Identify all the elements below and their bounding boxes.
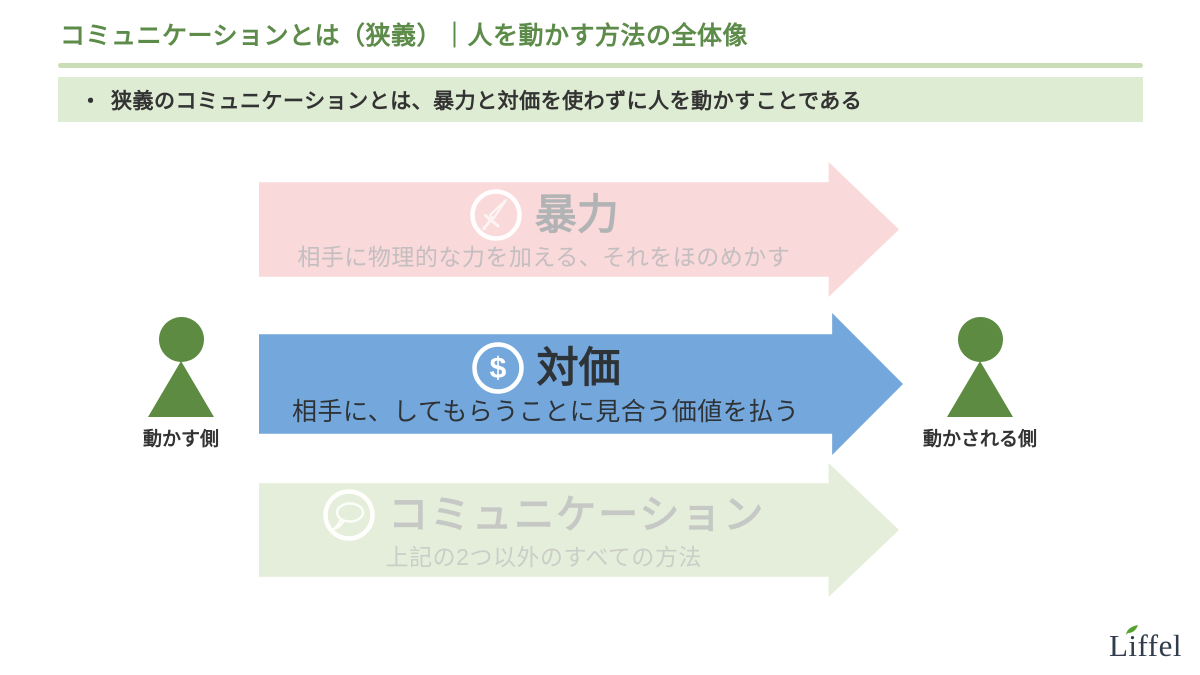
page-title: コミュニケーションとは（狭義）｜人を動かす方法の全体像 [60, 22, 749, 50]
arrow-communication-subtitle: 上記の2つ以外のすべての方法 [385, 544, 702, 571]
person-body-shape [947, 361, 1013, 417]
logo-letter-i: i [1126, 625, 1139, 661]
person-icon [957, 317, 1003, 362]
title-underline [58, 63, 1143, 68]
dollar-icon: $ [471, 342, 524, 394]
actor-moved: 動かされる側 [923, 317, 1037, 450]
summary-bullet: ・ [80, 89, 101, 113]
arrow-communication-title: コミュニケーション [388, 493, 766, 538]
speech-bubble-icon [323, 489, 375, 541]
arrow-violence-title: 暴力 [534, 190, 619, 238]
arrow-compensation-subtitle: 相手に、してもらうことに見合う価値を払う [291, 397, 800, 426]
actor-mover: 動かす側 [136, 317, 226, 450]
logo-letter-l: L [1108, 628, 1129, 663]
leaf-icon [1126, 625, 1139, 635]
arrow-violence: 暴力 相手に物理的な力を加える、それをほのめかす [259, 162, 899, 297]
arrow-compensation: $ 対価 相手に、してもらうことに見合う価値を払う [259, 313, 903, 455]
summary-box: ・ 狭義のコミュニケーションとは、暴力と対価を使わずに人を動かすことである [58, 77, 1143, 122]
arrow-violence-content: 暴力 相手に物理的な力を加える、それをほのめかす [259, 182, 829, 277]
arrow-communication-content: コミュニケーション 上記の2つ以外のすべての方法 [259, 483, 829, 577]
sword-icon [470, 188, 522, 241]
person-body-shape [148, 361, 214, 417]
svg-text:$: $ [489, 352, 506, 385]
actor-mover-label: 動かす側 [142, 429, 220, 450]
summary-text: 狭義のコミュニケーションとは、暴力と対価を使わずに人を動かすことである [111, 89, 863, 113]
logo-letters-rest: ffel [1137, 628, 1182, 663]
arrow-compensation-title: 対価 [536, 343, 621, 391]
actor-moved-label: 動かされる側 [922, 429, 1038, 450]
person-icon [158, 317, 204, 362]
arrow-compensation-content: $ 対価 相手に、してもらうことに見合う価値を払う [259, 334, 832, 433]
arrow-violence-subtitle: 相手に物理的な力を加える、それをほのめかす [297, 243, 791, 270]
arrow-communication: コミュニケーション 上記の2つ以外のすべての方法 [259, 463, 899, 597]
